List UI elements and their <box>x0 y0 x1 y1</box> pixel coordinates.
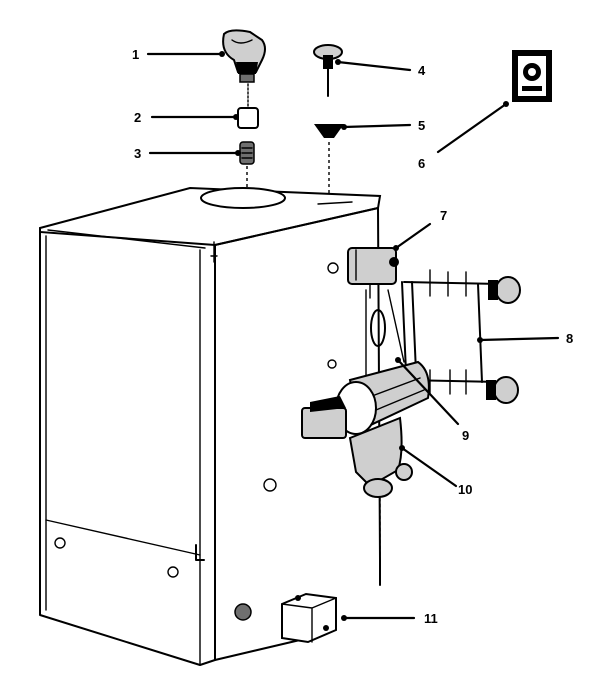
part-10-burner-body <box>348 416 413 581</box>
callout-9: 9 <box>395 357 469 443</box>
boiler-cabinet <box>39 186 382 666</box>
part-7-limit-control <box>347 247 405 401</box>
callout-11: 11 <box>341 611 438 626</box>
callout-label-8: 8 <box>566 331 573 346</box>
part-3-nipple <box>239 141 255 188</box>
callout-label-1: 1 <box>132 47 139 62</box>
callout-6: 6 <box>418 101 509 171</box>
callout-2: 2 <box>134 110 239 125</box>
part-4-temperature-probe <box>313 44 343 97</box>
part-2-coupling <box>237 83 259 129</box>
part-1-elbow-fitting <box>222 29 266 83</box>
part-6-thermostat <box>512 50 552 102</box>
callout-5: 5 <box>341 118 425 133</box>
callout-label-2: 2 <box>134 110 141 125</box>
flue-opening <box>200 187 286 209</box>
part-5-immersion-well <box>314 124 344 194</box>
callout-4: 4 <box>335 59 426 78</box>
part-11-junction-box <box>281 592 337 644</box>
callout-label-3: 3 <box>134 146 141 161</box>
callout-label-6: 6 <box>418 156 425 171</box>
callout-label-11: 11 <box>424 611 438 626</box>
callout-label-5: 5 <box>418 118 425 133</box>
callout-7: 7 <box>393 208 447 251</box>
part-9-air-tube <box>301 360 430 439</box>
callout-label-7: 7 <box>440 208 447 223</box>
callout-1: 1 <box>132 47 225 62</box>
callout-10: 10 <box>399 445 472 497</box>
callout-label-9: 9 <box>462 428 469 443</box>
callout-3: 3 <box>134 146 241 161</box>
callout-8: 8 <box>477 331 573 346</box>
callout-label-4: 4 <box>418 63 426 78</box>
callout-label-10: 10 <box>458 482 472 497</box>
